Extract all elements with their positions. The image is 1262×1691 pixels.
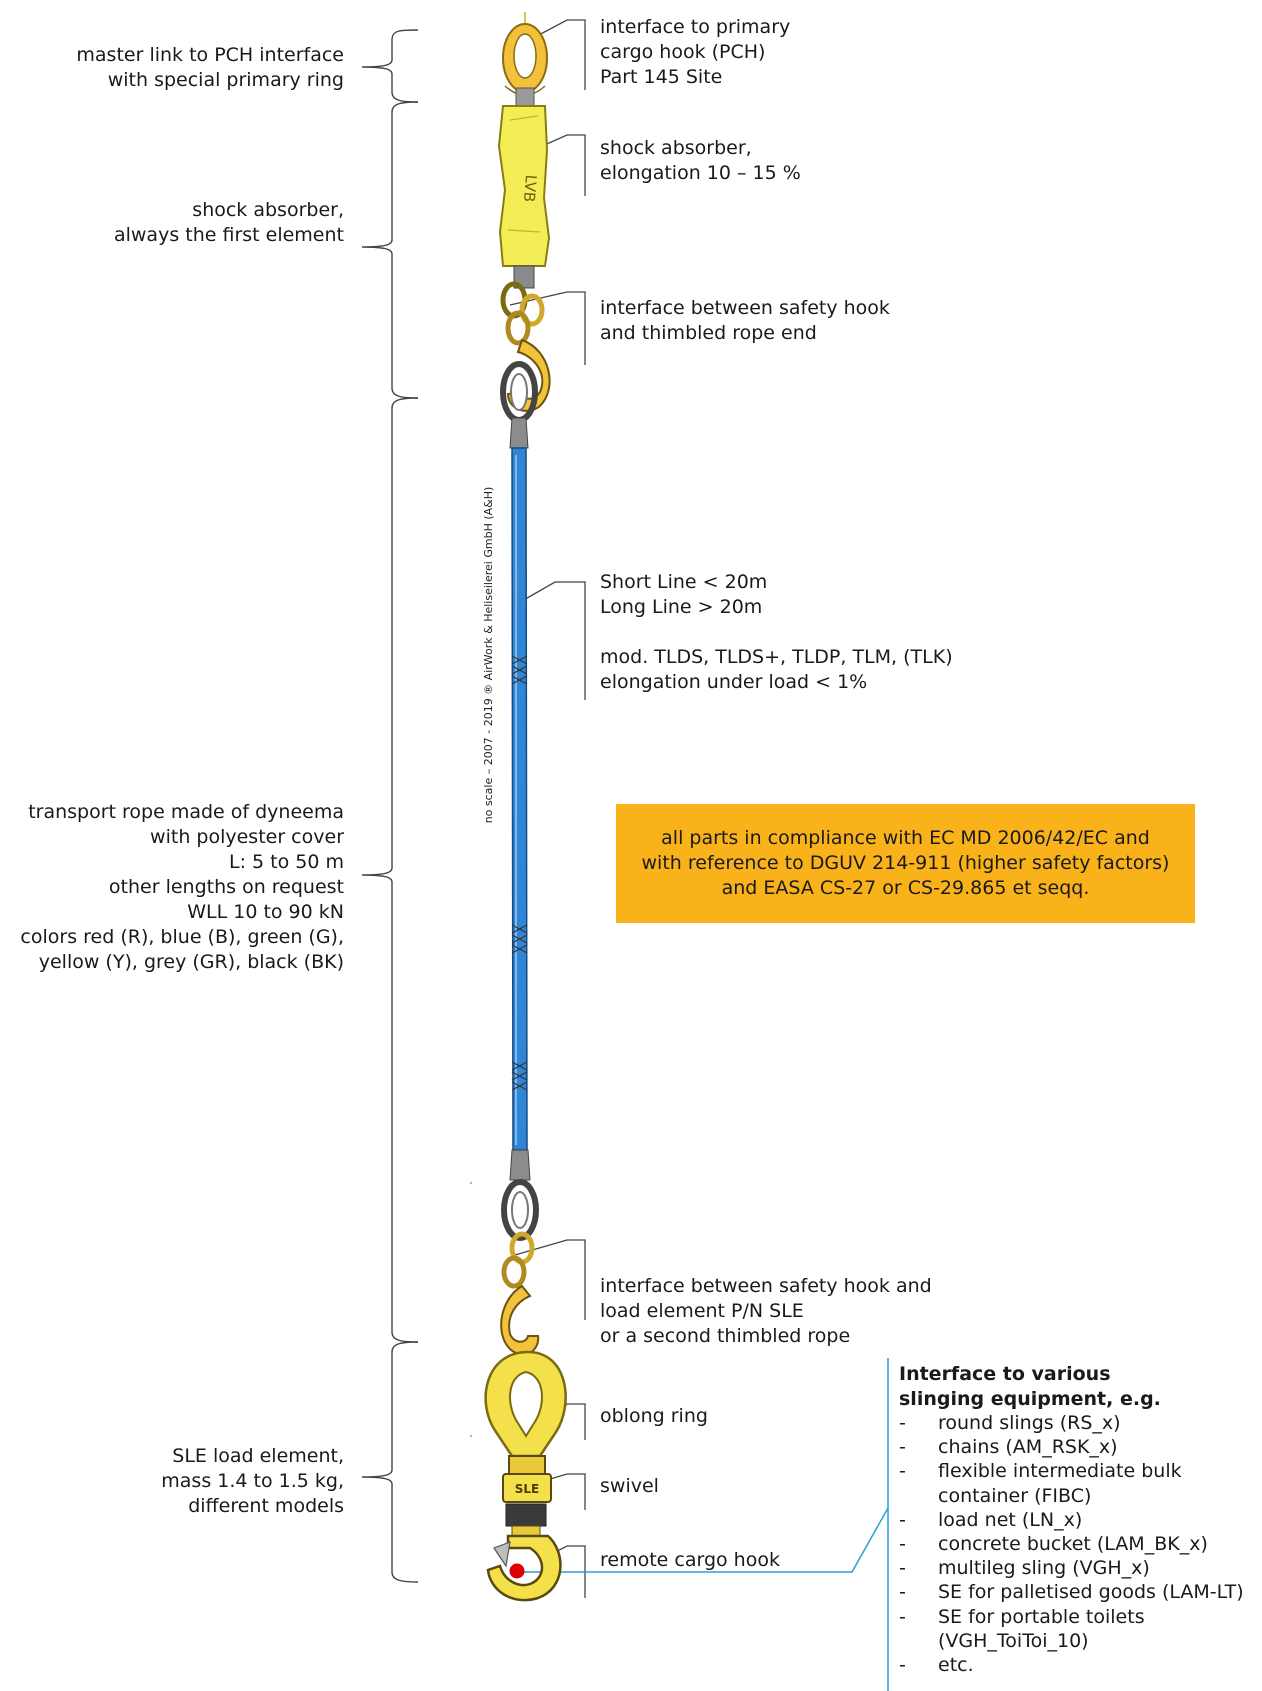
upper-safety-hook: [500, 265, 551, 449]
brace-shock-absorber: [361, 101, 419, 399]
label-oblong-ring: oblong ring: [600, 1405, 708, 1427]
remote-hook-marker: [509, 1563, 525, 1579]
leader-interface-sle: [514, 1239, 586, 1320]
list-item: multileg sling (VGH_x): [899, 1556, 1259, 1580]
brace-sle: [361, 1341, 419, 1583]
label-pch-interface: interface to primary cargo hook (PCH) Pa…: [600, 16, 791, 88]
list-item: chains (AM_RSK_x): [899, 1435, 1259, 1459]
label-shock-absorber-right: shock absorber, elongation 10 – 15 %: [600, 137, 801, 184]
label-shock-absorber-left: shock absorber, always the first element: [113, 199, 344, 246]
master-link: [502, 12, 548, 107]
label-swivel: swivel: [600, 1475, 659, 1497]
label-line-length: Short Line < 20m Long Line > 20m mod. TL…: [600, 571, 953, 693]
compliance-note: all parts in compliance with EC MD 2006/…: [616, 804, 1195, 923]
copyright-vertical: no scale – 2007 - 2019 ® AirWork & Helis…: [482, 486, 495, 824]
list-item: flexible intermediate bulk container (FI…: [899, 1459, 1259, 1507]
leader-line: [514, 581, 586, 700]
label-interface-thimbled: interface between safety hook and thimbl…: [600, 297, 890, 344]
list-item: load net (LN_x): [899, 1508, 1259, 1532]
sle-load-element: SLE: [484, 1350, 567, 1602]
label-sle-load: SLE load element, mass 1.4 to 1.5 kg, di…: [161, 1445, 344, 1517]
list-item: concrete bucket (LAM_BK_x): [899, 1532, 1259, 1556]
stray-dots: [469, 1181, 473, 1438]
interface-list-title: Interface to various slinging equipment,…: [899, 1363, 1161, 1410]
list-item: round slings (RS_x): [899, 1411, 1259, 1435]
shock-absorber: LVB: [497, 105, 551, 267]
leader-pch: [519, 19, 586, 90]
brace-transport-rope: [361, 397, 419, 1343]
absorber-mark: LVB: [520, 174, 540, 203]
list-item: SE for portable toilets (VGH_ToiToi_10): [899, 1605, 1259, 1653]
label-interface-sle: interface between safety hook and load e…: [600, 1275, 932, 1347]
label-remote-hook: remote cargo hook: [600, 1549, 780, 1571]
label-transport-rope: transport rope made of dyneema with poly…: [20, 801, 344, 973]
transport-rope: [511, 447, 528, 1151]
label-master-link: master link to PCH interface with specia…: [76, 44, 344, 91]
list-item: etc.: [899, 1653, 1259, 1677]
interface-connector: [518, 1358, 889, 1691]
left-braces: [361, 29, 419, 1583]
interface-list: round slings (RS_x) chains (AM_RSK_x) fl…: [899, 1411, 1259, 1677]
list-item: SE for palletised goods (LAM-LT): [899, 1580, 1259, 1604]
sle-mark: SLE: [515, 1482, 540, 1496]
lower-safety-hook: [500, 1149, 540, 1356]
brace-master-link: [361, 29, 419, 103]
